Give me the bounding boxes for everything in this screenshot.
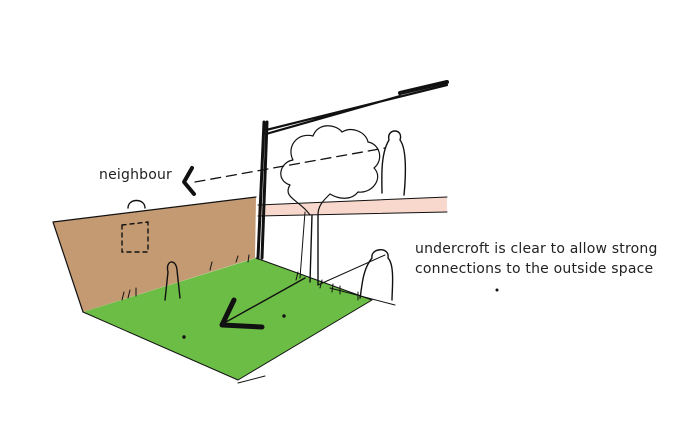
wall-outline bbox=[52, 196, 257, 313]
ground-arrow bbox=[219, 297, 265, 330]
grass-tufts bbox=[121, 254, 359, 301]
sightline bbox=[194, 147, 386, 183]
figure-right bbox=[359, 249, 394, 301]
tree bbox=[280, 125, 381, 216]
undercroft-note-line-2: connections to the outside space bbox=[415, 261, 654, 277]
neighbour-wall bbox=[53, 197, 256, 312]
undercroft-note: undercroft is clear to allow strong conn… bbox=[415, 239, 685, 279]
undercroft-note-line-1: undercroft is clear to allow strong bbox=[415, 241, 658, 257]
neighbour-arrow bbox=[182, 166, 196, 196]
neighbour-label: neighbour bbox=[99, 167, 173, 183]
slab-edge bbox=[258, 197, 447, 216]
neighbour-window bbox=[121, 221, 149, 253]
figure-upper bbox=[381, 130, 407, 196]
figure-left bbox=[164, 261, 181, 301]
column bbox=[256, 120, 269, 260]
slab-line bbox=[257, 196, 448, 217]
figure-neighbour bbox=[127, 199, 146, 209]
roof-beam bbox=[264, 83, 449, 136]
